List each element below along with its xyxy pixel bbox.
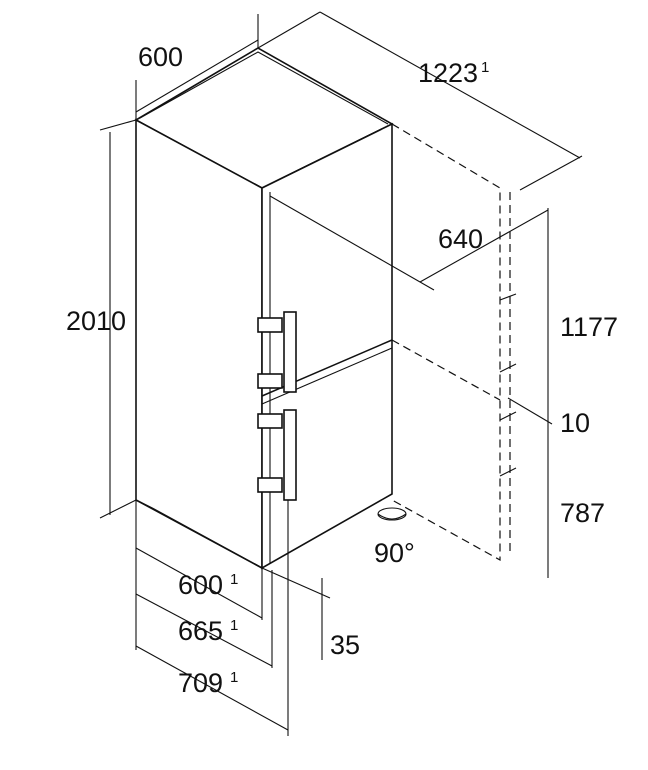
cabinet-top-rim xyxy=(139,51,389,125)
door-split-line-lower xyxy=(261,347,393,405)
label-total-depth-open: 1223 xyxy=(418,58,478,88)
label-depth-with-door: 665 xyxy=(178,616,223,646)
fridge-cabinet xyxy=(134,47,407,570)
label-door-open-depth: 640 xyxy=(438,224,483,254)
label-gap: 10 xyxy=(560,408,590,438)
label-depth-body-note: 1 xyxy=(230,571,238,588)
cabinet-base xyxy=(135,499,263,569)
label-depth-with-door-note: 1 xyxy=(230,617,238,634)
label-height: 2010 xyxy=(66,306,126,336)
label-fridge-height: 1177 xyxy=(560,312,618,342)
cabinet-side-face xyxy=(135,118,263,570)
label-depth-body: 600 xyxy=(178,570,223,600)
lower-handle xyxy=(257,409,297,501)
label-depth-with-handle: 709 xyxy=(178,668,223,698)
upper-handle xyxy=(257,311,297,393)
foot-rotation-arrow xyxy=(377,513,407,520)
adjustable-foot xyxy=(377,507,407,521)
door-handles xyxy=(257,311,297,501)
label-plinth-offset: 35 xyxy=(330,630,360,660)
label-depth-with-handle-note: 1 xyxy=(230,669,238,686)
fridge-door-panel xyxy=(261,122,393,570)
open-door-outline xyxy=(391,123,517,562)
label-total-depth-open-note: 1 xyxy=(481,59,489,76)
label-door-angle: 90° xyxy=(374,538,415,568)
label-top-width: 600 xyxy=(138,42,183,72)
label-freezer-height: 787 xyxy=(560,498,605,528)
dimension-lines xyxy=(99,11,583,736)
dimension-labels: 600 1223 1 640 2010 1177 10 787 90° 600 … xyxy=(66,42,618,698)
